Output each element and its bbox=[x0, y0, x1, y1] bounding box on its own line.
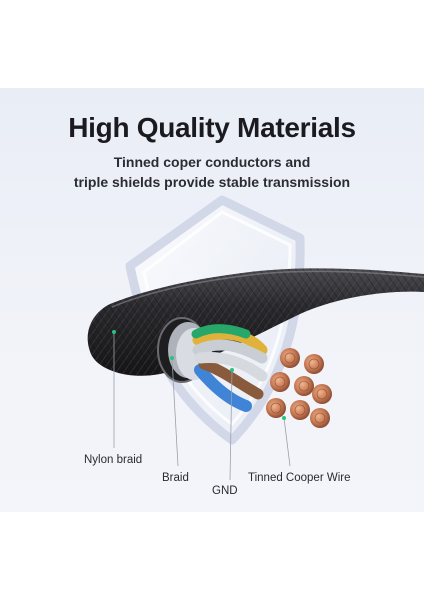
subtitle-line-2: triple shields provide stable transmissi… bbox=[73, 174, 351, 190]
twisted-pairs bbox=[191, 324, 268, 412]
copper-conductors bbox=[266, 348, 332, 428]
callout-lines bbox=[113, 332, 291, 481]
cable-illustration bbox=[87, 195, 424, 481]
subtitle-line-1: Tinned coper conductors and bbox=[113, 154, 311, 170]
product-image-panel: High Quality Materials Tinned coper cond… bbox=[0, 88, 424, 512]
subtitle: Tinned coper conductors and triple shiel… bbox=[0, 152, 424, 192]
callout-gnd: GND bbox=[212, 485, 238, 497]
callout-nylon-braid: Nylon braid bbox=[84, 454, 143, 466]
callout-tinned-wire: Tinned Cooper Wire bbox=[248, 472, 351, 484]
headline: High Quality Materials bbox=[68, 112, 356, 143]
callout-braid: Braid bbox=[162, 472, 189, 484]
